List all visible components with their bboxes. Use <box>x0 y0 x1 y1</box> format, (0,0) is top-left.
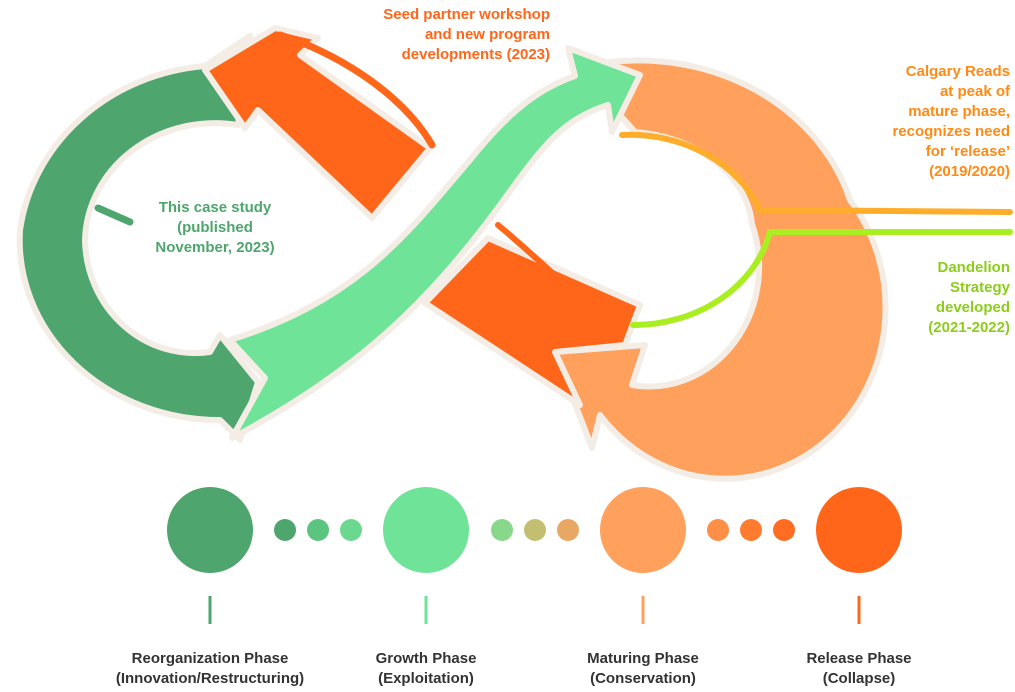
release-phase-label: Release Phase (Collapse) <box>739 649 979 689</box>
case-study-annotation-line-1: This case study <box>158 199 272 216</box>
calgary-annotation-line-4: recognizes need <box>892 123 1010 140</box>
growth-phase-subtitle: (Exploitation) <box>378 670 474 687</box>
transition-dot <box>524 519 546 541</box>
calgary-annotation-line-5: for ‘release’ <box>925 143 1010 160</box>
reorganization-phase-label: Reorganization Phase (Innovation/Restruc… <box>90 649 330 689</box>
case-study-annotation: This case study (published November, 202… <box>120 198 310 258</box>
case-study-marker <box>94 204 134 226</box>
transition-dot <box>557 519 579 541</box>
dandelion-annotation-line-1: Dandelion <box>937 259 1010 276</box>
case-study-annotation-line-2: (published <box>177 219 253 236</box>
seed-annotation-line <box>276 31 436 149</box>
calgary-annotation-line-6: (2019/2020) <box>929 163 1010 180</box>
growth-phase-title: Growth Phase <box>375 650 477 667</box>
seed-annotation-line-3: developments (2023) <box>401 46 550 63</box>
transition-dot <box>340 519 362 541</box>
release-phase-subtitle: (Collapse) <box>822 670 896 687</box>
growth-phase-label: Growth Phase (Exploitation) <box>306 649 546 689</box>
maturing-phase-arrow <box>552 57 889 482</box>
dandelion-annotation-line <box>630 229 1013 329</box>
dandelion-annotation-line-2: Strategy <box>949 279 1010 296</box>
maturing-phase-label: Maturing Phase (Conservation) <box>523 649 763 689</box>
calgary-annotation-line-1: Calgary Reads <box>905 63 1010 80</box>
release-annotation-line <box>495 222 608 321</box>
transition-dot <box>707 519 729 541</box>
release-phase-arrow-lower <box>422 235 643 408</box>
seed-annotation: Seed partner workshop and new program de… <box>300 5 550 65</box>
growth-phase-arrow <box>227 45 643 441</box>
calgary-annotation-line-3: mature phase, <box>908 103 1010 120</box>
seed-annotation-line-1: Seed partner workshop <box>383 6 550 23</box>
transition-dot <box>274 519 296 541</box>
reorganization-phase-circle <box>167 487 253 573</box>
dandelion-annotation-line-3: developed <box>935 299 1010 316</box>
release-phase-title: Release Phase <box>806 650 912 667</box>
release-phase-circle <box>816 487 902 573</box>
growth-phase-circle <box>383 487 469 573</box>
dandelion-annotation: Dandelion Strategy developed (2021-2022) <box>850 258 1010 338</box>
transition-dot <box>491 519 513 541</box>
calgary-annotation-line <box>619 131 1013 215</box>
case-study-annotation-line-3: November, 2023) <box>155 239 275 256</box>
maturing-phase-circle <box>600 487 686 573</box>
transition-dot <box>740 519 762 541</box>
calgary-annotation: Calgary Reads at peak of mature phase, r… <box>830 62 1010 182</box>
dandelion-annotation-line-4: (2021-2022) <box>928 319 1010 336</box>
seed-annotation-line-2: and new program <box>424 26 550 43</box>
transition-dot <box>307 519 329 541</box>
maturing-phase-subtitle: (Conservation) <box>590 670 696 687</box>
transition-dot <box>773 519 795 541</box>
maturing-phase-title: Maturing Phase <box>587 650 699 667</box>
reorganization-phase-subtitle: (Innovation/Restructuring) <box>115 670 305 687</box>
calgary-annotation-line-2: at peak of <box>939 83 1010 100</box>
reorganization-phase-arrow <box>16 33 261 443</box>
reorganization-phase-title: Reorganization Phase <box>131 650 289 667</box>
